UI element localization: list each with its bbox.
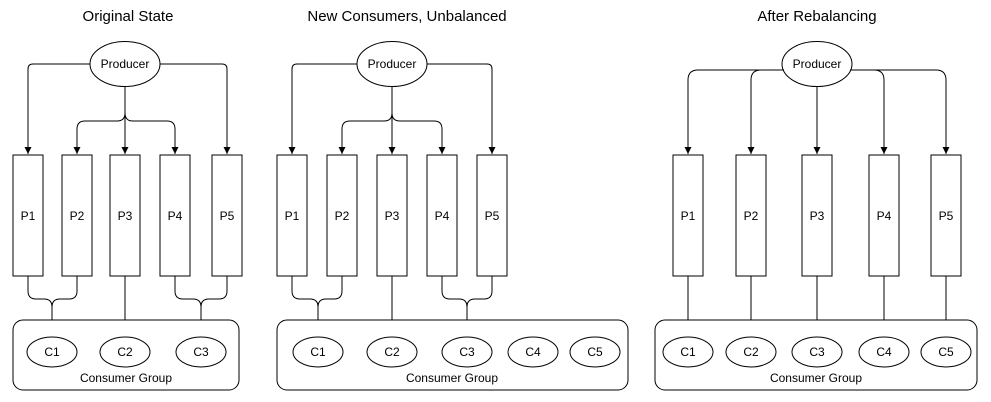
edge-producer-p4 [124,112,179,154]
consumer-c1-label: C1 [680,345,696,359]
producer-label: Producer [793,57,842,71]
partition-p3-label: P3 [118,209,133,223]
consumer-group-label: Consumer Group [406,371,498,385]
panel-title: After Rebalancing [757,8,876,25]
partition-p5 [930,154,962,277]
consumer-c5-label: C5 [938,345,954,359]
panel-after-rebalancing: After Rebalancing Producer P1 P2 P3 P4 P… [654,8,978,391]
producer-label: Producer [101,57,150,71]
partition-p4-label: P4 [168,209,183,223]
consumer-c3-label: C3 [459,345,475,359]
partition-p5-label: P5 [485,209,500,223]
edge-producer-p2 [747,69,762,154]
panel-new-consumers-unbalanced: New Consumers, Unbalanced Producer P1 P2… [276,8,629,391]
consumer-group-label: Consumer Group [80,371,172,385]
partition-p2-label: P2 [335,209,350,223]
consumer-c3 [441,336,493,368]
consumer-group-label: Consumer Group [770,371,862,385]
consumer-c1 [26,336,78,368]
partition-p2-label: P2 [70,209,85,223]
partition-p3 [109,154,141,277]
edge-p1-c1 [27,276,56,336]
consumer-c2-label: C2 [743,345,759,359]
consumer-c3 [791,336,843,368]
consumer-c4-label: C4 [525,345,541,359]
partition-p1-label: P1 [681,209,696,223]
partition-p5 [211,154,243,277]
partition-p4 [159,154,191,277]
partition-p4-label: P4 [435,209,450,223]
consumer-c4 [507,336,559,368]
consumer-c1 [662,336,714,368]
consumer-c1 [292,336,344,368]
partition-p5 [476,154,508,277]
edge-producer-p1 [288,63,357,154]
consumer-c2-label: C2 [384,345,400,359]
edge-p5-c3 [200,276,228,308]
edge-producer-p5 [427,63,496,154]
edge-producer-p5 [160,63,231,154]
consumer-c2-label: C2 [117,345,133,359]
partition-p1-label: P1 [21,209,36,223]
partition-p2 [326,154,358,277]
edge-producer-p4 [873,69,888,154]
edge-p2-c1 [51,276,78,308]
consumer-c2 [725,336,777,368]
partition-p1 [672,154,704,277]
partition-p2-label: P2 [744,209,759,223]
consumer-c1-label: C1 [44,345,60,359]
partition-p4 [426,154,458,277]
consumer-c3-label: C3 [809,345,825,359]
consumer-c3 [175,336,227,368]
consumer-c5 [920,336,972,368]
partition-p3-label: P3 [385,209,400,223]
edge-producer-p2 [73,112,126,154]
consumer-c4-label: C4 [876,345,892,359]
consumer-c4 [858,336,910,368]
consumer-c3-label: C3 [193,345,209,359]
partition-p3-label: P3 [810,209,825,223]
edge-p4-c3 [174,276,205,336]
edge-p4-c3 [441,276,471,336]
partition-p4-label: P4 [877,209,892,223]
panel-title: New Consumers, Unbalanced [307,8,506,25]
partition-p5-label: P5 [939,209,954,223]
edge-producer-p1 [684,69,784,154]
consumer-c2 [366,336,418,368]
consumer-c2 [99,336,151,368]
partition-p1 [12,154,44,277]
edge-producer-p5 [850,69,950,154]
panel-original-state: Original State Producer P1 P2 P3 P4 P5 C… [12,8,243,391]
panel-title: Original State [83,8,174,25]
edge-producer-p2 [338,112,393,154]
partition-p1-label: P1 [285,209,300,223]
consumer-c5-label: C5 [587,345,603,359]
consumer-c5 [569,336,621,368]
partition-p1 [276,154,308,277]
edge-p5-c3 [466,276,493,308]
edge-producer-p1 [24,63,90,154]
partition-p2 [735,154,767,277]
partition-p5-label: P5 [220,209,235,223]
edge-producer-p4 [391,112,446,154]
partition-p3 [801,154,833,277]
producer-label: Producer [368,57,417,71]
edge-p1-c1 [291,276,322,336]
consumer-c1-label: C1 [310,345,326,359]
edge-p2-c1 [317,276,343,308]
